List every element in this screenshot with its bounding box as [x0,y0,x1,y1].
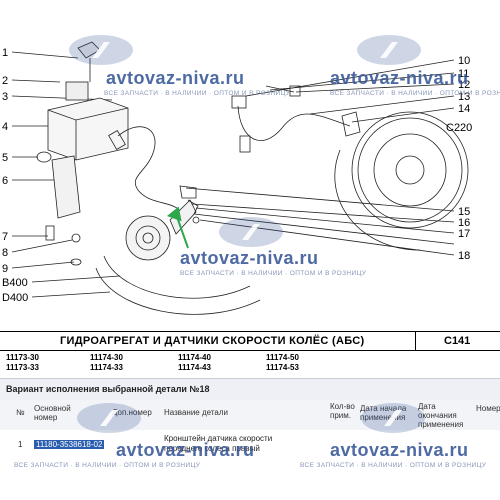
callout-15[interactable]: 15 [458,206,471,218]
callout-2[interactable]: 2 [2,75,9,87]
cell-name: Кронштейн датчика скорости переднего кол… [164,434,273,453]
col-name[interactable]: Название детали [164,408,228,417]
lada-logo-icon [69,35,133,65]
lada-logo-icon [219,217,283,247]
watermark-tagline: ВСЕ ЗАПЧАСТИ · В НАЛИЧИИ · ОПТОМ И В РОЗ… [104,90,291,97]
callout-5[interactable]: 5 [2,152,9,164]
model-code: 11173-30 [6,353,39,362]
model-code: 11174-30 [90,353,123,362]
model-code: 11174-40 [178,353,211,362]
selected-part-number[interactable]: 11180-3538618-02 [34,440,105,449]
callout-7[interactable]: 7 [2,231,9,243]
callout-9[interactable]: 9 [2,263,9,275]
lada-logo-icon [77,403,141,433]
diagram-code: C141 [444,335,471,347]
model-code: 11174-33 [90,363,123,372]
model-code: 11174-53 [266,363,299,372]
lada-logo-icon [361,403,425,433]
watermark-tagline: ВСЕ ЗАПЧАСТИ · В НАЛИЧИИ · ОПТОМ И В РОЗ… [180,270,367,277]
callout-18[interactable]: 18 [458,250,471,262]
diagram-title: ГИДРОАГРЕГАТ И ДАТЧИКИ СКОРОСТИ КОЛЁС (А… [60,335,365,347]
callout-13[interactable]: 13 [458,91,471,103]
title-divider [415,332,416,350]
table-row[interactable]: 1 11180-3538618-02 Кронштейн датчика ско… [0,430,500,462]
watermark-site: avtovaz-niva.ru [330,68,469,88]
model-code: 11173-33 [6,363,39,372]
watermark-tagline: ВСЕ ЗАПЧАСТИ · В НАЛИЧИИ · ОПТОМ И В РОЗ… [14,462,201,469]
col-date-end[interactable]: Дата окончания применения [418,402,464,429]
variant-title: Вариант исполнения выбранной детали №18 [6,384,210,394]
col-qty[interactable]: Кол-во прим. [330,402,355,420]
watermark-site: avtovaz-niva.ru [116,440,255,460]
col-replacement[interactable]: Номер замены [476,404,500,413]
col-num: № [16,408,25,417]
callout-4[interactable]: 4 [2,121,9,133]
parts-diagram [11,41,469,315]
watermark-site: avtovaz-niva.ru [330,440,469,460]
model-code: 11174-50 [266,353,299,362]
variant-header: Вариант исполнения выбранной детали №18 [0,378,500,401]
callout-b400[interactable]: B400 [2,277,28,289]
cell-num: 1 [18,440,23,449]
callout-3[interactable]: 3 [2,91,9,103]
watermark-site: avtovaz-niva.ru [106,68,245,88]
col-date-start[interactable]: Дата начала применения [360,404,407,422]
watermark-tagline: ВСЕ ЗАПЧАСТИ · В НАЛИЧИИ · ОПТОМ И В РОЗ… [300,462,487,469]
callout-14[interactable]: 14 [458,103,471,115]
watermark-site: avtovaz-niva.ru [180,248,319,268]
col-main-number[interactable]: Основной номер [34,404,71,422]
callout-11[interactable]: 11 [458,68,470,80]
watermark-tagline: ВСЕ ЗАПЧАСТИ · В НАЛИЧИИ · ОПТОМ И В РОЗ… [330,90,500,97]
callout-c220[interactable]: C220 [446,122,473,134]
callout-17[interactable]: 17 [458,228,471,240]
callout-1[interactable]: 1 [2,47,9,59]
callout-d400[interactable]: D400 [2,292,29,304]
callout-8[interactable]: 8 [2,247,9,259]
callout-16[interactable]: 16 [458,217,471,229]
diagram-title-bar: ГИДРОАГРЕГАТ И ДАТЧИКИ СКОРОСТИ КОЛЁС (А… [0,331,500,351]
callout-10[interactable]: 10 [458,55,471,67]
callout-12[interactable]: 12 [458,79,471,91]
col-extra-number[interactable]: Доп.номер [112,408,152,417]
callout-6[interactable]: 6 [2,175,9,187]
model-code: 11174-43 [178,363,211,372]
cell-main-number[interactable]: 11180-3538618-02 [34,440,105,450]
lada-logo-icon [357,35,421,65]
